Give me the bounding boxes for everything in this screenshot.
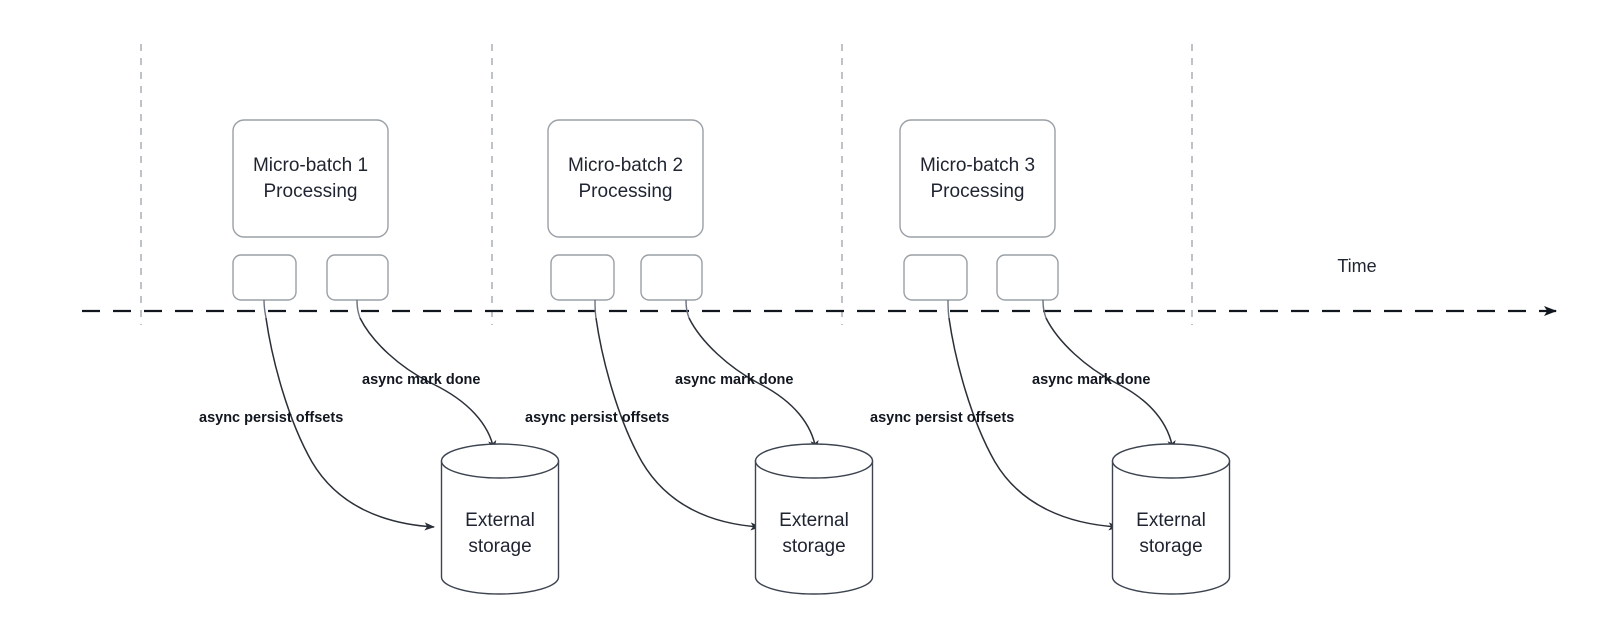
group-2-task-box-persist[interactable] <box>550 254 615 301</box>
group-3: Micro-batch 3 Processing async persist o… <box>870 119 1231 595</box>
group-2-mark-connector <box>685 299 690 319</box>
group-3-external-storage-label-line2: storage <box>1139 536 1202 557</box>
group-1-mark-connector <box>356 299 361 319</box>
micro-batch-2-box[interactable]: Micro-batch 2 Processing <box>547 119 704 238</box>
group-1-async-mark-done-edge <box>359 317 497 451</box>
group-2-task-box-mark[interactable] <box>640 254 703 301</box>
group-1-async-mark-done-label: async mark done <box>362 372 480 388</box>
group-2-external-storage[interactable]: External storage <box>754 443 874 595</box>
micro-batch-3-rect <box>899 119 1056 238</box>
group-1-external-storage-label-line2: storage <box>468 536 531 557</box>
group-1: Micro-batch 1 Processing async persist o… <box>199 119 560 595</box>
micro-batch-1-rect <box>232 119 389 238</box>
group-2-async-persist-offsets-edge <box>595 317 761 531</box>
micro-batch-1-box[interactable]: Micro-batch 1 Processing <box>232 119 389 238</box>
micro-batch-1-label-line2: Processing <box>264 181 358 202</box>
group-2: Micro-batch 2 Processing async persist o… <box>525 119 874 595</box>
group-2-async-mark-done-label: async mark done <box>675 372 793 388</box>
group-3-async-persist-offsets-edge <box>948 317 1119 531</box>
micro-batch-1-label-line1: Micro-batch 1 <box>253 155 368 176</box>
group-1-cylinder-body <box>440 460 560 595</box>
micro-batch-3-label-line2: Processing <box>931 181 1025 202</box>
group-3-mark-connector <box>1042 299 1047 319</box>
tick-lines-group <box>140 44 1193 325</box>
group-1-persist-connector <box>263 299 267 319</box>
group-3-task-box-mark[interactable] <box>996 254 1059 301</box>
group-2-async-persist-offsets-label: async persist offsets <box>525 410 669 426</box>
group-1-task-box-persist[interactable] <box>232 254 297 301</box>
group-1-async-persist-offsets-edge <box>265 317 435 531</box>
group-3-cylinder-body <box>1111 460 1231 595</box>
micro-batch-2-label-line1: Micro-batch 2 <box>568 155 683 176</box>
group-1-external-storage-label-line1: External <box>465 510 535 531</box>
group-2-async-mark-done-edge <box>688 317 819 451</box>
group-2-external-storage-label-line1: External <box>779 510 849 531</box>
group-3-async-mark-done-edge <box>1045 317 1176 451</box>
group-3-persist-connector <box>947 299 950 319</box>
time-axis-label: Time <box>1337 256 1376 276</box>
micro-batch-3-label-line1: Micro-batch 3 <box>920 155 1035 176</box>
micro-batch-2-rect <box>547 119 704 238</box>
group-3-async-persist-offsets-label: async persist offsets <box>870 410 1014 426</box>
group-2-cylinder-body <box>754 460 874 595</box>
group-2-external-storage-label-line2: storage <box>782 536 845 557</box>
micro-batch-2-label-line2: Processing <box>579 181 673 202</box>
group-1-task-box-mark[interactable] <box>326 254 389 301</box>
time-axis: Time <box>82 256 1557 316</box>
group-3-cylinder-top <box>1111 443 1231 479</box>
group-3-task-box-persist[interactable] <box>903 254 968 301</box>
micro-batch-3-box[interactable]: Micro-batch 3 Processing <box>899 119 1056 238</box>
group-2-persist-connector <box>594 299 597 319</box>
group-3-external-storage[interactable]: External storage <box>1111 443 1231 595</box>
group-1-cylinder-top <box>440 443 560 479</box>
group-2-cylinder-top <box>754 443 874 479</box>
group-3-external-storage-label-line1: External <box>1136 510 1206 531</box>
group-3-async-mark-done-label: async mark done <box>1032 372 1150 388</box>
group-1-external-storage[interactable]: External storage <box>440 443 560 595</box>
group-1-async-persist-offsets-label: async persist offsets <box>199 410 343 426</box>
